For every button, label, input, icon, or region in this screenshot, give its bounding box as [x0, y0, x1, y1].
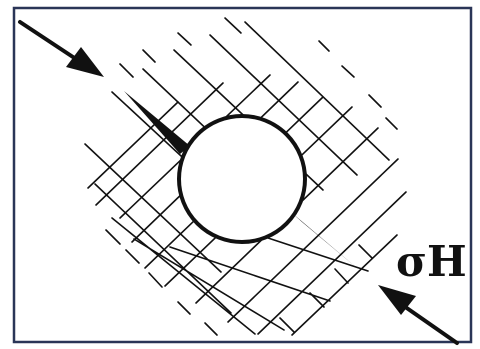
grid-line [280, 318, 294, 332]
grid-line [225, 18, 241, 33]
grid-line [342, 66, 354, 77]
grid-line [106, 230, 120, 244]
borehole-circle [179, 116, 305, 242]
stress-label: σH [396, 237, 467, 286]
grid-line [143, 50, 155, 62]
grid-line [120, 64, 133, 77]
grid-line [149, 273, 162, 287]
grid-line [178, 33, 191, 45]
grid-line [126, 250, 139, 263]
grid-line [359, 245, 372, 258]
grid-line [170, 247, 330, 301]
grid-line [178, 302, 190, 314]
grid-line [310, 293, 324, 307]
compression-arrow-top-left-head [66, 47, 104, 77]
crack-lower-right [292, 213, 357, 268]
compression-arrow-bottom-right-shaft [401, 304, 457, 343]
grid-line [386, 118, 397, 129]
compression-arrow-top-left-shaft [20, 22, 82, 63]
grid-line [262, 236, 368, 271]
grid-line [319, 41, 329, 51]
grid-line [205, 323, 217, 335]
grid-line [134, 239, 284, 330]
grid-line [335, 269, 348, 283]
grid-line [369, 95, 381, 107]
